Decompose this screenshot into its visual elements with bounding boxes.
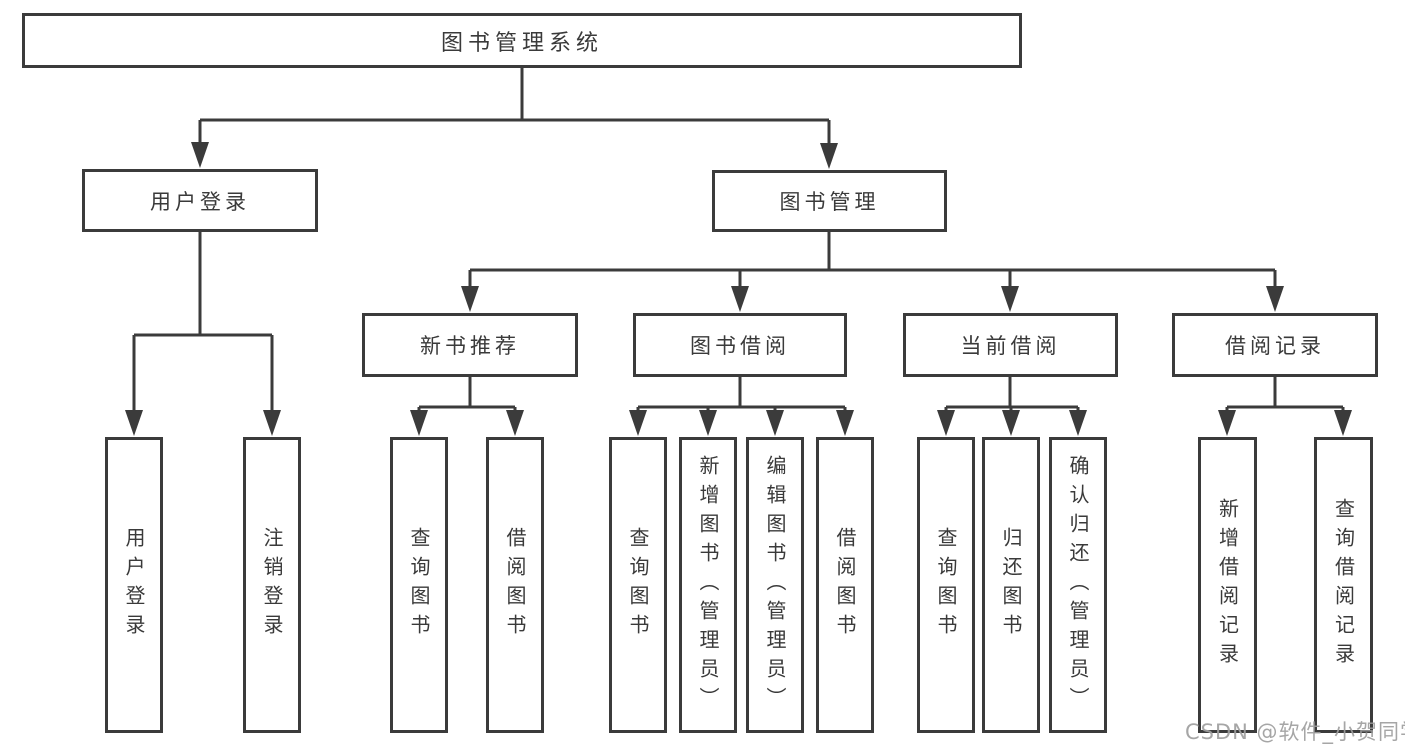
leaf-return-book-label: 归还图书: [999, 527, 1023, 643]
csdn-watermark: CSDN @软件_小贺同学: [1185, 720, 1405, 744]
leaf-logout: 注销登录: [243, 437, 301, 733]
leaf-add-borrow-record-label: 新增借阅记录: [1215, 498, 1240, 672]
leaf-query-books-1: 查询图书: [390, 437, 448, 733]
leaf-add-book-admin: 新增图书（管理员）: [679, 437, 737, 733]
leaf-confirm-return-admin-label: 确认归还（管理员）: [1066, 454, 1090, 716]
leaf-add-borrow-record: 新增借阅记录: [1198, 437, 1257, 733]
node-new-book-recommend: 新书推荐: [362, 313, 578, 377]
node-borrow-records: 借阅记录: [1172, 313, 1378, 377]
node-book-management: 图书管理: [712, 170, 947, 232]
node-current-borrow-label: 当前借阅: [960, 334, 1061, 358]
node-user-login-label: 用户登录: [150, 189, 250, 214]
leaf-borrow-books-1: 借阅图书: [486, 437, 544, 733]
leaf-logout-label: 注销登录: [260, 527, 284, 643]
leaf-query-books-2: 查询图书: [609, 437, 667, 733]
leaf-confirm-return-admin: 确认归还（管理员）: [1049, 437, 1107, 733]
node-user-login: 用户登录: [82, 169, 318, 232]
leaf-borrow-books-2-label: 借阅图书: [833, 527, 857, 643]
arrowheads: [125, 142, 1352, 436]
node-book-borrow-label: 图书借阅: [690, 334, 790, 358]
node-borrow-records-label: 借阅记录: [1225, 334, 1325, 358]
leaf-user-login: 用户登录: [105, 437, 163, 733]
leaf-query-books-1-label: 查询图书: [407, 527, 431, 643]
leaf-query-books-3: 查询图书: [917, 437, 975, 733]
node-root: 图书管理系统: [22, 13, 1022, 68]
node-root-label: 图书管理系统: [440, 30, 603, 56]
leaf-edit-book-admin: 编辑图书（管理员）: [746, 437, 804, 733]
leaf-borrow-books-2: 借阅图书: [816, 437, 874, 733]
leaf-borrow-books-1-label: 借阅图书: [503, 527, 527, 643]
leaf-edit-book-admin-label: 编辑图书（管理员）: [763, 454, 787, 716]
node-book-borrow: 图书借阅: [633, 313, 847, 377]
leaf-query-books-3-label: 查询图书: [934, 527, 958, 643]
leaf-query-books-2-label: 查询图书: [626, 527, 650, 643]
leaf-user-login-label: 用户登录: [122, 527, 146, 643]
node-book-management-label: 图书管理: [779, 190, 880, 214]
connector-lines: [132, 68, 1345, 412]
leaf-return-book: 归还图书: [982, 437, 1040, 733]
leaf-add-book-admin-label: 新增图书（管理员）: [696, 454, 720, 716]
leaf-query-borrow-record: 查询借阅记录: [1314, 437, 1373, 733]
node-current-borrow: 当前借阅: [903, 313, 1118, 377]
node-new-book-recommend-label: 新书推荐: [420, 334, 520, 358]
leaf-query-borrow-record-label: 查询借阅记录: [1331, 498, 1356, 672]
